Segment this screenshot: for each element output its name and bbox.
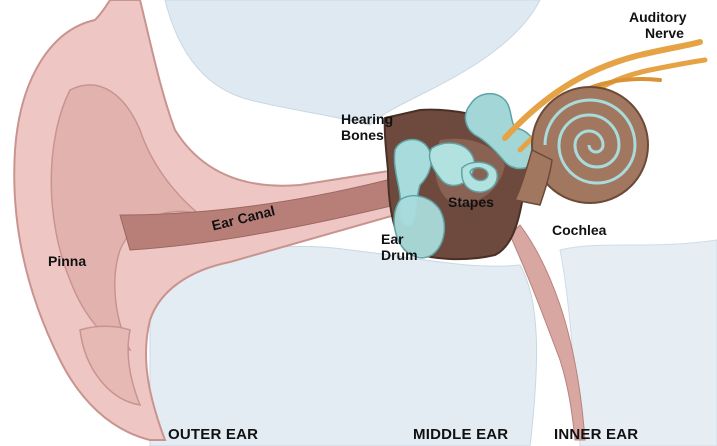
hearing-bones-label-line-2: Bones <box>341 127 393 143</box>
auditory-nerve-label-line-2: Nerve <box>629 25 687 41</box>
middle-ear-region-label: MIDDLE EAR <box>413 427 508 443</box>
stapes-label-text: Stapes <box>448 194 494 210</box>
ear-drum-label: Ear Drum <box>381 231 418 263</box>
inner-ear-region-label: INNER EAR <box>554 427 638 443</box>
outer-ear-region-label: OUTER EAR <box>168 427 258 443</box>
pinna-label: Pinna <box>48 253 86 269</box>
cochlea-shape <box>515 87 648 205</box>
pinna-label-text: Pinna <box>48 253 86 269</box>
stapes-label: Stapes <box>448 194 494 210</box>
inner-ear-region-text: INNER EAR <box>554 426 638 443</box>
cochlea-label: Cochlea <box>552 222 606 238</box>
ear-drum-label-line-2: Drum <box>381 247 418 263</box>
skull-bone-right <box>560 240 717 446</box>
hearing-bones-label-line-1: Hearing <box>341 111 393 127</box>
ear-drum-label-line-1: Ear <box>381 231 418 247</box>
cochlea-label-text: Cochlea <box>552 222 606 238</box>
outer-ear-region-text: OUTER EAR <box>168 426 258 443</box>
auditory-nerve-label-line-1: Auditory <box>629 9 687 25</box>
hearing-bones-label: Hearing Bones <box>341 111 393 143</box>
middle-ear-region-text: MIDDLE EAR <box>413 426 508 443</box>
skull-bone-lower <box>150 247 537 446</box>
auditory-nerve-label: Auditory Nerve <box>629 9 687 41</box>
